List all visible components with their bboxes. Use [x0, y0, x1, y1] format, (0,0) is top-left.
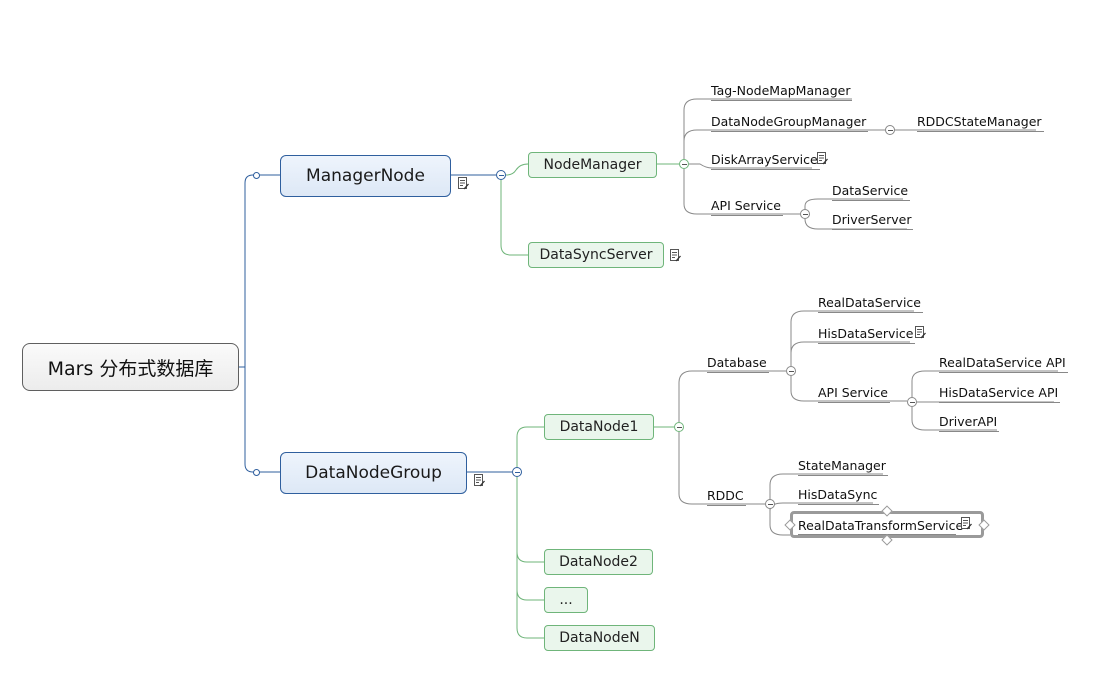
subtopic-datasyncserver-label: DataSyncServer: [539, 247, 653, 263]
leaf-state-manager[interactable]: StateManager: [798, 459, 888, 476]
topic-datanode-group[interactable]: DataNodeGroup: [280, 452, 467, 494]
leaf-datanode-group-manager[interactable]: DataNodeGroupManager: [711, 115, 869, 132]
collapse-toggle-icon[interactable]: [800, 209, 810, 219]
connector-root-datanodegroup: [244, 367, 280, 473]
leaf-disk-array-service[interactable]: DiskArrayService: [711, 153, 820, 170]
collapse-toggle-icon[interactable]: [496, 170, 506, 180]
line-real-data-service: [790, 310, 914, 366]
topic-manager-node[interactable]: ManagerNode: [280, 155, 451, 197]
collapse-toggle-icon[interactable]: [512, 467, 522, 477]
line-state-manager: [769, 473, 883, 499]
connector-dng-datanode1: [516, 426, 544, 467]
leaf-his-data-service-api[interactable]: HisDataService API: [939, 386, 1061, 403]
leaf-rddc-state-manager[interactable]: RDDCStateManager: [917, 115, 1044, 132]
line-data-service: [804, 198, 903, 209]
line-his-data-service: [790, 341, 910, 366]
line-driver-server: [804, 218, 907, 230]
connector-dng-datanodeN: [516, 590, 544, 639]
line-api-service-2: [790, 376, 907, 402]
topic-manager-node-label: ManagerNode: [306, 166, 425, 186]
line-rddc: [678, 432, 765, 505]
subtopic-datanode1[interactable]: DataNode1: [544, 414, 654, 440]
topic-datanode-group-label: DataNodeGroup: [305, 463, 442, 483]
leaf-driver-api[interactable]: DriverAPI: [939, 415, 1000, 432]
line-tag-nodemap: [683, 98, 852, 159]
subtopic-datanode2[interactable]: DataNode2: [544, 549, 653, 575]
note-icon[interactable]: [474, 474, 485, 487]
note-icon[interactable]: [961, 517, 972, 530]
subtopic-nodemanager[interactable]: NodeManager: [528, 152, 657, 178]
leaf-api-service-db[interactable]: API Service: [818, 386, 890, 403]
line-api-service: [683, 169, 800, 215]
subtopic-datanodeN-label: DataNodeN: [559, 630, 640, 646]
leaf-his-data-service[interactable]: HisDataService: [818, 327, 916, 344]
root-label: Mars 分布式数据库: [47, 357, 214, 380]
connector-dng-ellipsis: [516, 552, 544, 601]
note-icon[interactable]: [915, 326, 926, 339]
collapse-toggle-icon[interactable]: [907, 397, 917, 407]
subtopic-datanodeN[interactable]: DataNodeN: [544, 625, 655, 651]
connector-managernode-nodemanager: [505, 163, 529, 176]
leaf-real-data-transform-service[interactable]: RealDataTransformService: [798, 518, 964, 533]
line-real-api: [911, 370, 1058, 397]
line-driver-api: [911, 407, 997, 431]
leaf-database[interactable]: Database: [707, 356, 769, 373]
note-icon[interactable]: [458, 177, 469, 190]
leaf-rddc[interactable]: RDDC: [707, 489, 746, 506]
connector-root-managernode: [239, 174, 280, 368]
line-real-transform: [769, 509, 790, 536]
connector-managernode-datasyncserver: [500, 180, 528, 256]
leaf-real-data-service-api[interactable]: RealDataService API: [939, 356, 1068, 373]
leaf-his-data-sync[interactable]: HisDataSync: [798, 488, 880, 505]
subtopic-nodemanager-label: NodeManager: [543, 157, 642, 173]
collapse-toggle-icon[interactable]: [786, 366, 796, 376]
subtopic-ellipsis[interactable]: ...: [544, 587, 588, 613]
connector-dot-icon: [253, 469, 260, 476]
note-icon[interactable]: [670, 249, 681, 262]
line-database: [678, 370, 786, 422]
subtopic-datasyncserver[interactable]: DataSyncServer: [528, 242, 664, 268]
connector-dot-icon: [253, 172, 260, 179]
leaf-underline: [798, 534, 956, 535]
leaf-driver-server[interactable]: DriverServer: [832, 213, 914, 230]
collapse-toggle-icon[interactable]: [765, 499, 775, 509]
line-disk-array: [689, 163, 812, 169]
collapse-toggle-icon[interactable]: [674, 422, 684, 432]
leaf-data-service[interactable]: DataService: [832, 184, 911, 201]
root-topic[interactable]: Mars 分布式数据库: [22, 343, 239, 391]
subtopic-datanode1-label: DataNode1: [559, 419, 639, 435]
leaf-tag-nodemap-manager[interactable]: Tag-NodeMapManager: [711, 84, 853, 101]
leaf-real-data-service[interactable]: RealDataService: [818, 296, 923, 313]
subtopic-datanode2-label: DataNode2: [559, 554, 638, 570]
subtopic-ellipsis-label: ...: [559, 592, 573, 608]
leaf-api-service[interactable]: API Service: [711, 199, 783, 216]
connector-dng-datanode2: [516, 477, 544, 563]
collapse-toggle-icon[interactable]: [885, 125, 895, 135]
collapse-toggle-icon[interactable]: [679, 159, 689, 169]
note-icon[interactable]: [817, 152, 828, 165]
line-group-manager: [683, 129, 885, 159]
